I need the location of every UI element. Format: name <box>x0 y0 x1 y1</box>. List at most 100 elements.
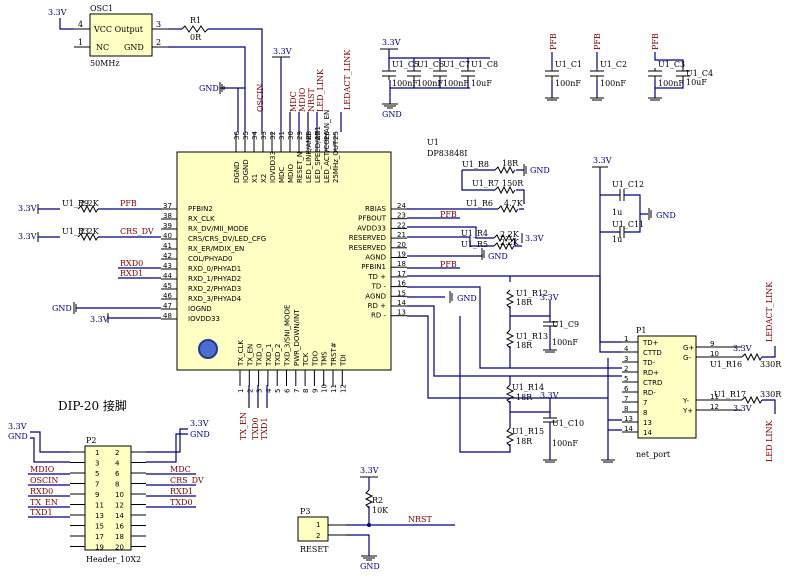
c9-vcc: 3.3V <box>540 293 559 302</box>
iovdd-label: 3.3V <box>90 315 109 324</box>
u1-top-pin-name: LED_LINK/AN0 <box>305 133 313 183</box>
c10-vcc: 3.3V <box>540 391 559 400</box>
p2-l-gnd: GND <box>8 432 28 441</box>
u1-right-pin-name: PFBIN1 <box>361 263 386 271</box>
u1-right-pin-name: RD - <box>371 312 386 320</box>
u1-bottom-pin-name: TXD_1 <box>265 344 273 367</box>
u1-bottom-pin-name: TXD_0 <box>256 344 264 367</box>
u1-right-pin-num: 13 <box>397 309 406 317</box>
u1-left-pin-num: 44 <box>163 272 172 280</box>
p2-net-mdio: MDIO <box>30 465 55 474</box>
p1-left-pin-num: 8 <box>624 405 628 413</box>
r17-ref: U1_R17 <box>714 390 746 399</box>
cap-val: 10uF <box>471 79 492 88</box>
u1-bottom-pin-name: TXD_2 <box>274 344 282 367</box>
u1-bottom-pin-name: TCK <box>302 352 310 367</box>
u1-left-pin-name: RXD_1/PHYAD2 <box>188 275 241 283</box>
p1-right-pin-name: G- <box>683 354 691 362</box>
iognd-label: GND <box>52 304 72 313</box>
r7-ref: U1_R7 <box>472 179 499 188</box>
u1-right-pin-name: RESERVED <box>349 234 386 242</box>
p1-right-pin-num: 11 <box>710 393 719 401</box>
osc-pin-nc: NC <box>96 43 109 52</box>
u1-top-pin-name: MDIO <box>287 164 295 183</box>
r2-val: 10K <box>372 506 389 515</box>
u1-top-pin-num: 31 <box>278 131 286 140</box>
p2-left-pin-num: 3 <box>95 460 99 468</box>
p2-left-pin-num: 19 <box>95 544 104 552</box>
u1-bottom-pin-name: TX_EN <box>246 344 254 367</box>
p2-left-pin-num: 11 <box>95 502 104 510</box>
p3-ref: P3 <box>300 507 310 516</box>
u1-bottom-pin-name: PWR_DOWN/INT <box>293 309 301 366</box>
cap-group-left: 3.3V GND <box>380 38 490 119</box>
cap-ref: U1_C7 <box>443 60 470 69</box>
u1-bottom-pin-num: 2 <box>246 389 254 393</box>
osc-pin-vcc: VCC Output <box>93 25 144 34</box>
u1-left-pin-name: IOVDD33 <box>188 315 220 323</box>
p1-left-pin-name: RD+ <box>643 369 659 377</box>
p2-net-txd0: TXD0 <box>170 498 193 507</box>
p2-right-pin-num: 12 <box>115 502 124 510</box>
p2-right-pin-num: 16 <box>115 523 124 531</box>
p2-net-mdc: MDC <box>170 465 191 474</box>
u1-left-pin-name: PFBIN2 <box>188 205 213 213</box>
capacitor-top: U1_C8 10uF <box>461 60 498 88</box>
u1-bottom-pin-num: 10 <box>321 384 329 393</box>
u1-bottom-pin-name: TRST# <box>330 342 338 367</box>
cap-ref: U1_C6 <box>417 60 444 69</box>
r14-ref: U1_R14 <box>512 383 544 392</box>
r9-val: 2.2K <box>80 199 100 208</box>
osc-ref: OSC1 <box>90 4 113 13</box>
c10-ref: U1_C10 <box>552 419 584 428</box>
p2-right-pin-num: 10 <box>115 491 124 499</box>
p1-y-vcc: 3.3V <box>733 404 752 413</box>
p2-left-pin-num: 13 <box>95 512 104 520</box>
r16-ref: U1_R16 <box>710 360 742 369</box>
net-crs-dv-left: CRS_DV <box>120 227 154 236</box>
u1-left-pin-num: 46 <box>163 292 172 300</box>
p1-right-pin-num: 9 <box>710 340 714 348</box>
c11-gnd: GND <box>656 211 676 220</box>
p1-left-pin-num: 7 <box>624 395 628 403</box>
u1-top-pin-name: LED_SPEED/AN1 <box>314 126 322 183</box>
r15-val: 18R <box>516 437 533 446</box>
osc-n4: 4 <box>78 20 83 29</box>
u1-left-pin-name: RXD_0/PHYAD1 <box>188 265 241 273</box>
ic-u1-dp83848i: U1 DP83848I 36DGND35IOGND34X133X232IOVDD… <box>161 110 467 393</box>
p3-pin1: 1 <box>316 521 320 529</box>
u1-right-pin-num: 14 <box>397 299 406 307</box>
r4-val: 2.2K <box>500 230 520 239</box>
p2-net-rxd1: RXD1 <box>170 487 193 496</box>
p1-left-pin-num: 5 <box>624 375 628 383</box>
p2-right-pin-num: 4 <box>115 460 120 468</box>
r16-val: 330R <box>760 360 782 369</box>
cap-val: 100nF <box>555 79 581 88</box>
p2-ref: P2 <box>86 436 96 445</box>
cap-ref: U1_C8 <box>471 60 498 69</box>
net-ledact-link-right: LEDACT_LINK <box>765 281 774 342</box>
capacitor-top: U1_C1 100nF <box>545 60 582 88</box>
r45-vcc: 3.3V <box>525 234 544 243</box>
p1-left-pin-name: 14 <box>643 429 652 437</box>
r6-ref: U1_R6 <box>466 199 493 208</box>
u1-left-pin-num: 37 <box>163 202 172 210</box>
cap-ref: U1_C1 <box>555 60 582 69</box>
p2-left-pin-num: 15 <box>95 523 104 531</box>
u1-right-pin-name: AGND <box>365 254 386 262</box>
pfb-cap-c1: PFB <box>549 33 558 50</box>
u1-top-pin-name: X1 <box>251 174 259 183</box>
osc-vcc-label: 3.3V <box>48 8 67 17</box>
r4-ref: U1_R4 <box>461 229 488 238</box>
u1-left-pin-name: CRS/CRS_DV/LED_CFG <box>188 235 266 243</box>
c11-val: 1u <box>612 235 622 244</box>
u1-right-pin-name: PFBOUT <box>358 215 387 223</box>
net-rxd0-left: RXD0 <box>120 259 143 268</box>
osc-n1: 1 <box>78 38 83 47</box>
u1-vdd-label: 3.3V <box>273 47 292 56</box>
p1-left-pin-num: 3 <box>624 355 628 363</box>
